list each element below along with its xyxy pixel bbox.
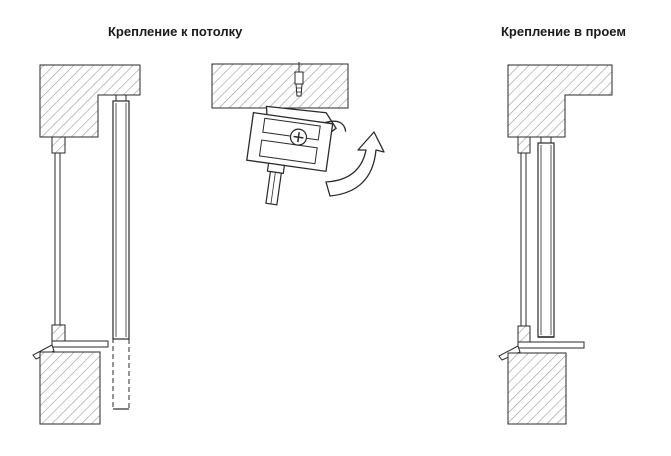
ceiling-mount-diagram (32, 64, 141, 425)
blind-right (537, 142, 555, 338)
window-sill-left (51, 340, 109, 348)
blind-left (112, 100, 130, 340)
opening-mount-diagram (498, 64, 613, 425)
window-frame-bottom-left (51, 324, 66, 342)
window-sill-right (517, 341, 585, 349)
lower-wall-right (507, 352, 567, 425)
caption-opening-mount: Крепление в проем (501, 24, 626, 39)
screw-icon (294, 62, 304, 97)
window-frame-top-left (51, 136, 66, 154)
upper-wall-right (507, 64, 613, 138)
upper-wall-left (39, 64, 141, 138)
bracket-detail (211, 62, 385, 206)
ceiling-block (211, 63, 349, 109)
caption-ceiling-mount: Крепление к потолку (108, 24, 243, 39)
curved-arrow-icon (325, 131, 385, 197)
lower-wall-left (39, 351, 101, 425)
